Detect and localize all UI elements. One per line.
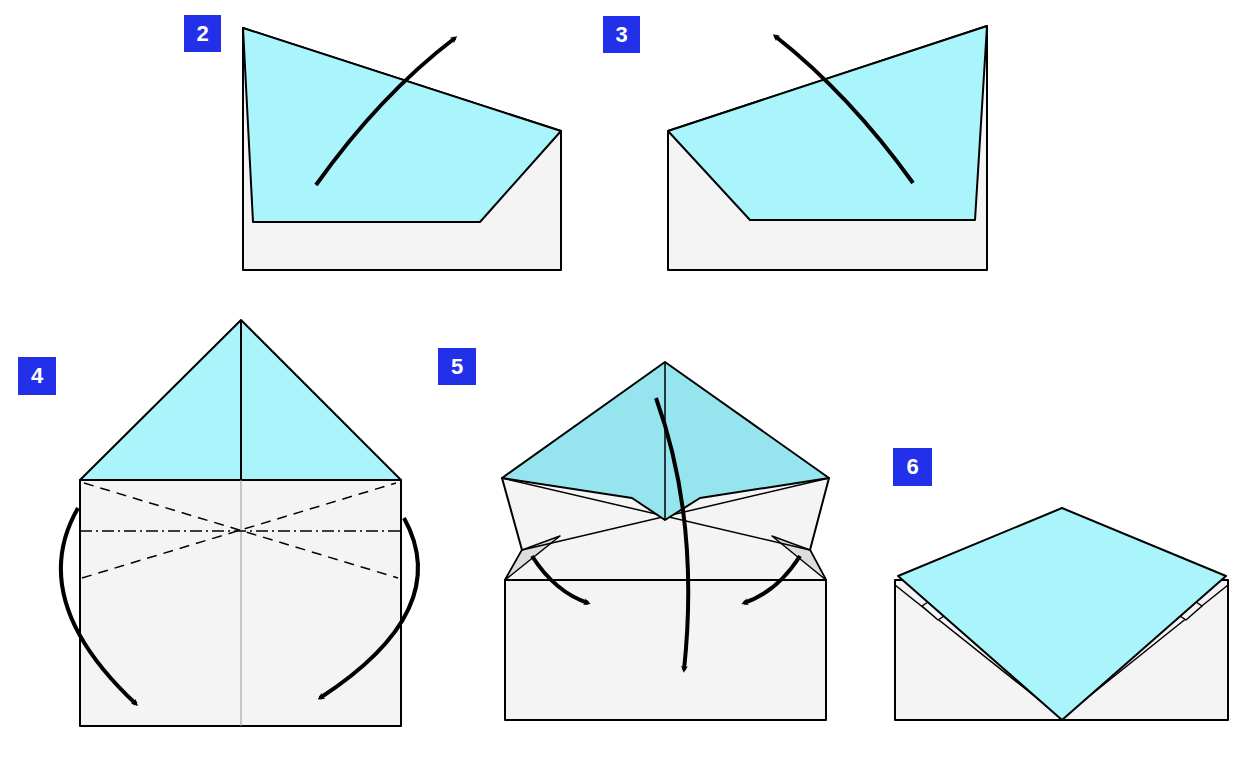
- step-3-figure: [668, 26, 987, 270]
- step-number: 5: [438, 348, 476, 385]
- step-5-figure: [502, 362, 829, 720]
- step-2-figure: [243, 28, 561, 270]
- step-number: 6: [893, 448, 932, 486]
- step-number-text: 4: [31, 365, 43, 387]
- step-4-figure: [61, 320, 418, 726]
- step-number: 2: [184, 15, 221, 52]
- step-number-text: 6: [906, 456, 918, 478]
- step-number-text: 3: [615, 24, 627, 46]
- step-6-figure: [895, 508, 1228, 720]
- step-number: 3: [603, 16, 640, 53]
- step-number: 4: [18, 357, 56, 395]
- step-number-text: 2: [196, 23, 208, 45]
- step-number-text: 5: [451, 356, 463, 378]
